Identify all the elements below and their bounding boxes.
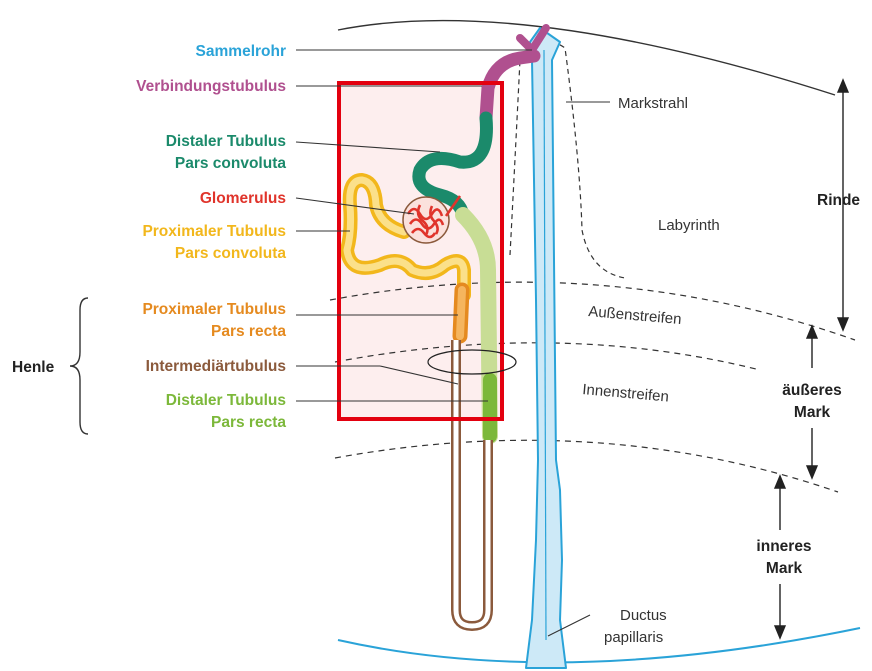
boundary-outer-inner-medulla	[335, 440, 838, 492]
label-distaler-conv-2: Pars convoluta	[175, 155, 286, 172]
region-inneres-2: Mark	[766, 560, 803, 577]
label-proximaler-recta-2: Pars recta	[211, 323, 286, 340]
label-distaler-recta-1: Distaler Tubulus	[166, 392, 286, 409]
label-intermediaertubulus: Intermediärtubulus	[146, 358, 286, 375]
region-aeusseres-2: Mark	[794, 404, 831, 421]
medullary-ray-outline	[510, 41, 625, 278]
zone-innenstreifen: Innenstreifen	[582, 381, 670, 405]
zone-markstrahl: Markstrahl	[618, 95, 688, 112]
region-inneres-1: inneres	[756, 538, 811, 555]
label-henle: Henle	[12, 359, 55, 376]
zone-aussenstreifen: Außenstreifen	[588, 303, 683, 328]
proximaler-recta-inner	[460, 290, 462, 336]
label-verbindungstubulus: Verbindungstubulus	[136, 78, 286, 95]
zone-labyrinth: Labyrinth	[658, 217, 720, 234]
henle-brace	[70, 298, 88, 434]
label-sammelrohr: Sammelrohr	[196, 43, 286, 60]
label-distaler-conv-1: Distaler Tubulus	[166, 133, 286, 150]
region-aeusseres-1: äußeres	[782, 382, 841, 399]
label-proximaler-conv-1: Proximaler Tubulus	[142, 223, 286, 240]
label-proximaler-recta-1: Proximaler Tubulus	[142, 301, 286, 318]
label-proximaler-conv-2: Pars convoluta	[175, 245, 286, 262]
zone-ductus-1: Ductus	[620, 607, 667, 624]
label-distaler-recta-2: Pars recta	[211, 414, 286, 431]
region-rinde: Rinde	[817, 192, 860, 209]
label-glomerulus: Glomerulus	[200, 190, 286, 207]
zone-ductus-2: papillaris	[604, 629, 663, 646]
